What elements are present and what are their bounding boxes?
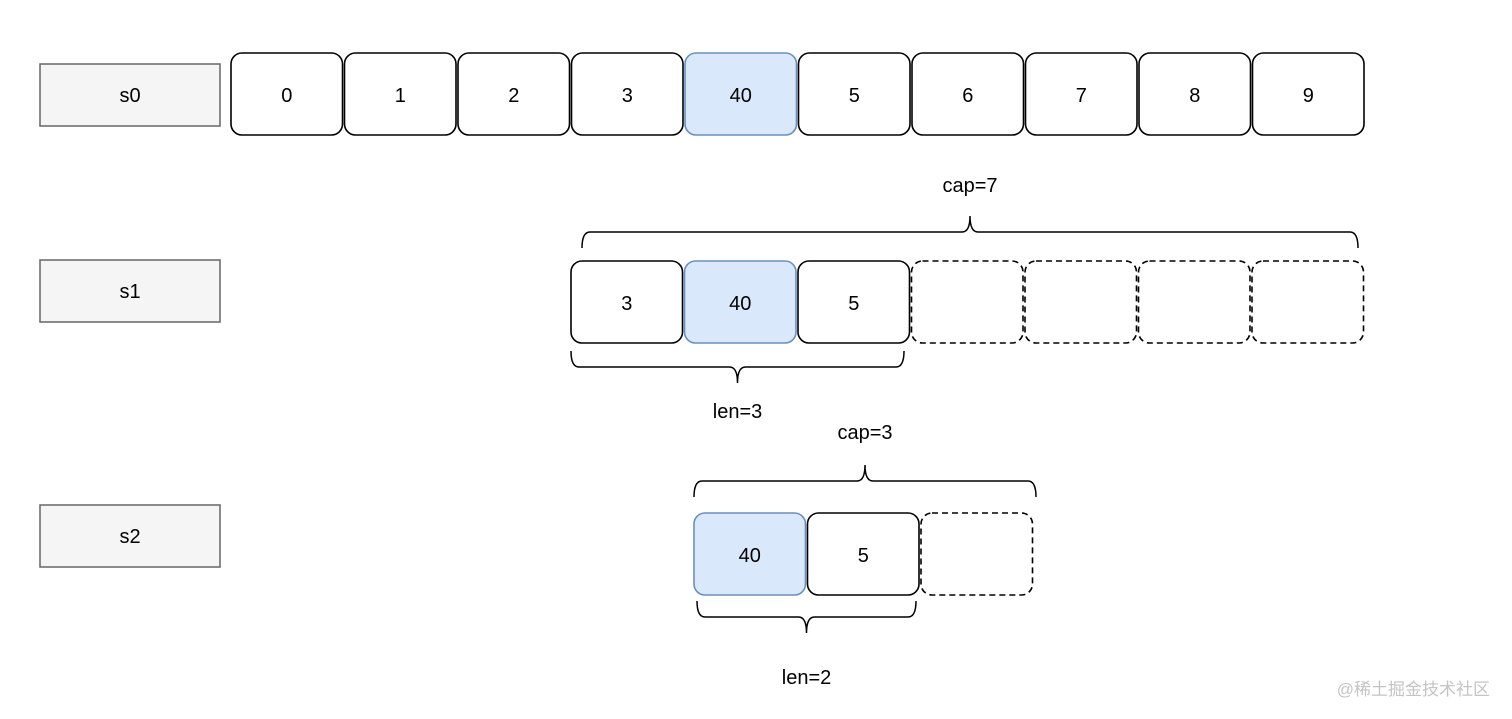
row-s1: s1 3 40 5 cap=7 len=3 [39,175,1365,423]
empty-capacity-cell [1137,260,1251,344]
cell-value: 3 [622,85,633,107]
highlighted-cell: 40 [684,52,798,136]
slice-label-s2: s2 [39,504,221,568]
highlighted-cell: 40 [683,260,797,344]
cap-brace [693,464,1037,498]
cell-value: 40 [729,293,751,315]
cell-value: 40 [730,85,752,107]
cell-box [797,260,911,344]
empty-capacity-cell [1251,260,1365,344]
cell-box [693,512,807,596]
cell-value: 5 [849,85,860,107]
cell-value: 7 [1076,85,1087,107]
cell-box [806,512,920,596]
cell-box [1251,52,1365,136]
label-text: s2 [119,526,140,548]
len-brace [696,600,917,634]
cell-box [1024,260,1138,344]
slice-label-s0: s0 [39,63,221,127]
cell-box [683,260,797,344]
cap-label: cap=7 [942,175,997,197]
cell-value: 2 [508,85,519,107]
highlighted-cell: 40 [693,512,807,596]
cell-value: 0 [281,85,292,107]
array-cell: 1 [343,52,457,136]
rows-layer: s0 0 1 2 3 40 5 6 7 8 9 s1 3 40 5 cap=7 len=3 s2 40 5 cap=3 l… [39,52,1365,689]
array-cell: 5 [797,260,911,344]
cell-box [343,52,457,136]
cell-box [684,52,798,136]
array-cell: 7 [1024,52,1138,136]
cell-box [797,52,911,136]
array-cell: 0 [230,52,344,136]
row-s2: s2 40 5 cap=3 len=2 [39,422,1037,689]
array-cell: 3 [570,52,684,136]
cell-value: 5 [858,545,869,567]
empty-capacity-cell [1024,260,1138,344]
cell-box [230,52,344,136]
cell-value: 3 [621,293,632,315]
cap-brace [581,215,1359,249]
label-text: s1 [119,281,140,303]
cell-box [1138,52,1252,136]
row-s0: s0 0 1 2 3 40 5 6 7 8 9 [39,52,1365,136]
cell-box [1251,260,1365,344]
slice-label-s1: s1 [39,259,221,323]
cell-box [910,260,1024,344]
empty-capacity-cell [910,260,1024,344]
len-brace [570,350,905,384]
cell-box [1024,52,1138,136]
array-cell: 5 [797,52,911,136]
label-box [39,63,221,127]
array-cell: 8 [1138,52,1252,136]
cell-value: 9 [1303,85,1314,107]
array-cell: 3 [570,260,684,344]
cell-box [570,52,684,136]
array-cell: 2 [457,52,571,136]
empty-capacity-cell [920,512,1034,596]
array-cell: 6 [911,52,1025,136]
label-text: s0 [119,85,140,107]
len-label: len=2 [782,667,832,689]
cell-value: 5 [848,293,859,315]
cap-label: cap=3 [837,422,892,444]
array-cell: 5 [806,512,920,596]
label-box [39,259,221,323]
watermark: @稀土掘金技术社区 [1337,680,1490,699]
cell-value: 40 [739,545,761,567]
cell-box [457,52,571,136]
array-cell: 9 [1251,52,1365,136]
cell-value: 6 [962,85,973,107]
len-label: len=3 [713,401,763,423]
cell-box [911,52,1025,136]
label-box [39,504,221,568]
cell-box [1137,260,1251,344]
cell-value: 1 [395,85,406,107]
cell-box [570,260,684,344]
cell-box [920,512,1034,596]
cell-value: 8 [1189,85,1200,107]
